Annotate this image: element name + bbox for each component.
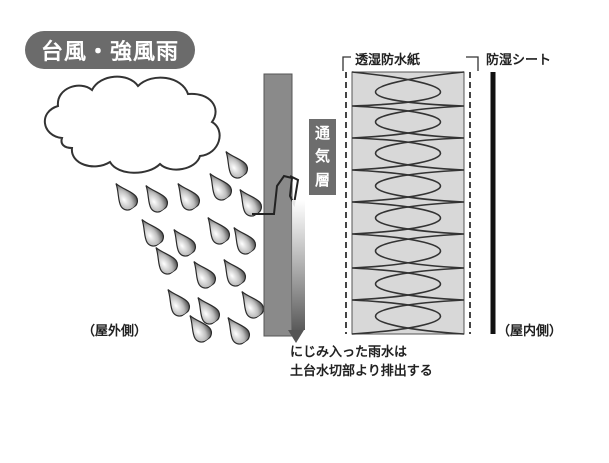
vent-layer-char-2: 気 bbox=[314, 147, 330, 166]
vapor-paper-label: 透湿防水紙 bbox=[355, 53, 421, 68]
outdoor-side-label: （屋外側） bbox=[82, 324, 148, 339]
cloud-icon bbox=[43, 75, 221, 174]
vent-air-flow bbox=[292, 200, 305, 330]
vent-layer-label: 通 気 層 bbox=[309, 119, 336, 195]
indoor-side-label: （屋内側） bbox=[497, 324, 563, 339]
vent-layer-char-3: 層 bbox=[314, 170, 330, 189]
leader-moisture-sheet bbox=[466, 56, 479, 71]
drain-arrow-icon bbox=[288, 330, 304, 343]
leader-vapor-paper bbox=[342, 56, 351, 71]
raindrops bbox=[107, 145, 268, 348]
drain-note-line-1: にじみ入った雨水は bbox=[290, 345, 408, 360]
insulation bbox=[351, 71, 465, 335]
vent-layer-char-1: 通 bbox=[314, 124, 330, 143]
exterior-wall-board bbox=[263, 73, 293, 337]
joint-detail bbox=[252, 174, 300, 215]
drain-note-line-2: 土台水切部より排出する bbox=[290, 364, 433, 379]
page-title: 台風・強風雨 bbox=[25, 31, 195, 69]
drain-note: にじみ入った雨水は 土台水切部より排出する bbox=[290, 343, 433, 381]
moisture-sheet-label: 防湿シート bbox=[486, 53, 552, 68]
